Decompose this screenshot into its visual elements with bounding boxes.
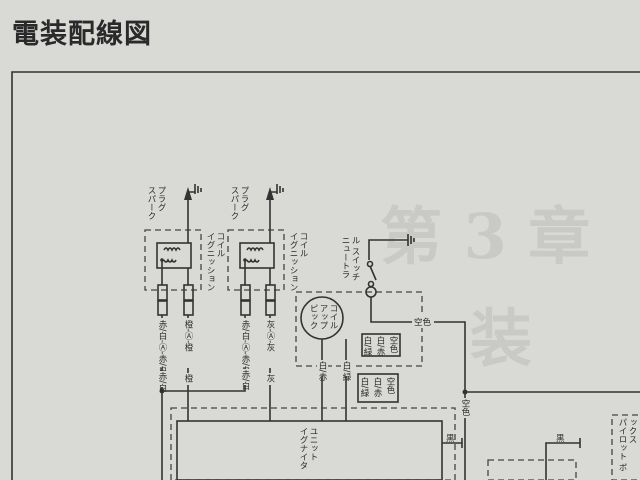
pickup-coil: 白/赤 白/緑: [295, 291, 423, 421]
svg-text:白/緑: 白/緑: [341, 360, 351, 380]
svg-text:灰: 灰: [265, 373, 275, 383]
ignition-coil-2: [227, 184, 285, 291]
svg-text:空色: 空色: [414, 317, 432, 328]
svg-text:橙-Ⓐ-橙: 橙-Ⓐ-橙: [183, 319, 193, 352]
svg-text:空色: 空色: [460, 398, 470, 416]
svg-text:白/赤: 白/赤: [375, 335, 385, 355]
igniter-unit: 黒: [170, 407, 463, 480]
arrow-icon: [266, 187, 274, 200]
wire-labels: 赤/白-Ⓐ-赤/白 橙-Ⓐ-橙 赤/白-Ⓐ-赤/白 灰-Ⓐ-灰 赤/白 橙 赤/…: [157, 318, 276, 393]
pilot-box: 黒: [487, 414, 640, 480]
svg-text:白/赤: 白/赤: [317, 360, 327, 380]
arrow-icon: [184, 187, 192, 200]
svg-text:灰-Ⓐ-灰: 灰-Ⓐ-灰: [265, 319, 275, 352]
spark-plug-label-1: スパーク プラグ: [146, 186, 166, 220]
ground-icon: [188, 184, 202, 194]
page-title: 電装配線図: [12, 19, 152, 50]
spark-plug-label-2: スパーク プラグ: [229, 186, 249, 220]
watermark-chapter: 第 3 章: [380, 200, 590, 273]
wires: [161, 315, 271, 480]
ignition-coil-label-2: イグニッション コイル: [288, 232, 308, 292]
pickup-coil-label: ピック アップ コイル: [308, 304, 338, 330]
svg-text:赤/白: 赤/白: [157, 372, 167, 393]
ignition-coil-label-1: イグニッション コイル: [205, 232, 225, 292]
igniter-unit-label: イグナイタ ユニット: [298, 427, 318, 470]
svg-text:赤/白-Ⓐ-赤/白: 赤/白-Ⓐ-赤/白: [240, 320, 250, 375]
svg-text:黒: 黒: [556, 434, 565, 444]
svg-text:赤/白-Ⓐ-赤/白: 赤/白-Ⓐ-赤/白: [157, 320, 167, 375]
svg-text:空色: 空色: [385, 376, 395, 394]
svg-text:黒: 黒: [446, 434, 455, 444]
neutral-switch-label: ニュートラル スイッチ: [340, 236, 360, 282]
svg-text:赤/白: 赤/白: [240, 370, 250, 391]
svg-text:空色: 空色: [388, 335, 398, 353]
watermark-sub: 装: [470, 302, 532, 375]
ground-icon: [270, 184, 284, 194]
svg-text:白/緑: 白/緑: [362, 335, 372, 355]
ignition-coil-1: [144, 184, 202, 291]
svg-text:橙: 橙: [183, 373, 193, 383]
pilot-box-label: パイロット ボックス: [617, 418, 637, 472]
svg-text:白/緑: 白/緑: [359, 376, 369, 396]
frame: [11, 71, 640, 480]
svg-text:白/赤: 白/赤: [372, 376, 382, 396]
connector-block-2: 白/緑 白/赤 空色: [357, 373, 399, 403]
neutral-switch: 空色 空色: [365, 234, 640, 480]
connector-block-1: 白/緑 白/赤 空色: [361, 333, 401, 357]
